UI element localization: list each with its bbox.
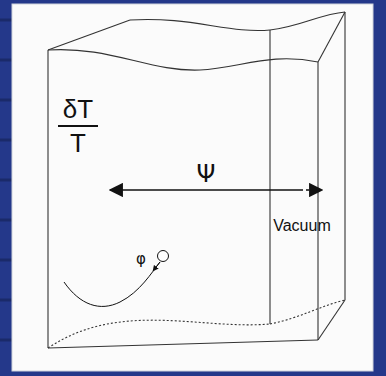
fraction-numerator: δT xyxy=(63,96,93,122)
region-label: Vacuum xyxy=(273,218,331,234)
roll-arrow xyxy=(153,262,160,271)
potential-curve xyxy=(64,262,160,306)
box-outline xyxy=(48,12,345,348)
panel xyxy=(12,4,373,371)
double-arrow xyxy=(110,189,300,191)
symbol-label: Ψ xyxy=(197,162,216,186)
fraction-bar xyxy=(58,125,98,127)
double-arrow-tail xyxy=(300,189,322,191)
slide-stripes xyxy=(0,20,12,340)
field-ball xyxy=(158,251,169,262)
symbol-label: φ xyxy=(136,252,146,267)
fraction-denominator: T xyxy=(70,130,86,156)
